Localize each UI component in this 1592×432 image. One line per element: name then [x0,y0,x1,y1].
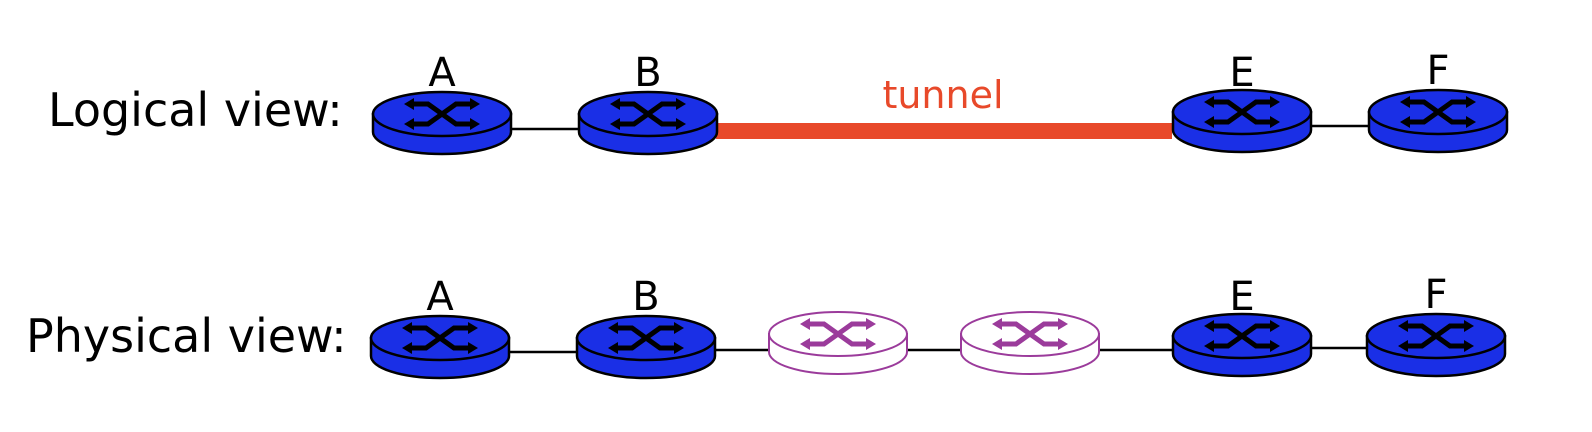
crossed-arrows-icon [608,322,684,354]
router-e-physical [1171,312,1313,378]
crossed-arrows-icon [1204,96,1280,128]
router-b-physical [575,314,717,380]
router-a-logical [371,90,513,156]
logical-view-row: Logical view: tunnel A B E F [48,48,1509,156]
physical-view-row: Physical view: A B E F [26,272,1507,380]
crossed-arrows-icon [992,318,1068,350]
router-label-e: E [1229,50,1254,96]
intermediate-router-2 [960,311,1100,375]
router-label-a-physical: A [426,274,454,320]
router-label-b-physical: B [632,274,659,320]
router-label-f: F [1426,48,1449,94]
crossed-arrows-icon [404,98,480,130]
crossed-arrows-icon [610,98,686,130]
router-f-logical [1367,88,1509,154]
router-label-a: A [428,50,456,96]
crossed-arrows-icon [1400,96,1476,128]
crossed-arrows-icon [1204,320,1280,352]
crossed-arrows-icon [1398,320,1474,352]
router-b-logical [577,90,719,156]
router-f-physical [1365,312,1507,378]
intermediate-router-1 [768,311,908,375]
router-a-physical [369,314,511,380]
crossed-arrows-icon [402,322,478,354]
tunnel-label: tunnel [882,73,1003,117]
physical-view-label: Physical view: [26,309,347,363]
logical-view-label: Logical view: [48,83,343,137]
router-label-f-physical: F [1424,272,1447,318]
router-label-e-physical: E [1229,274,1254,320]
router-e-logical [1171,88,1313,154]
router-label-b: B [634,50,661,96]
crossed-arrows-icon [800,318,876,350]
